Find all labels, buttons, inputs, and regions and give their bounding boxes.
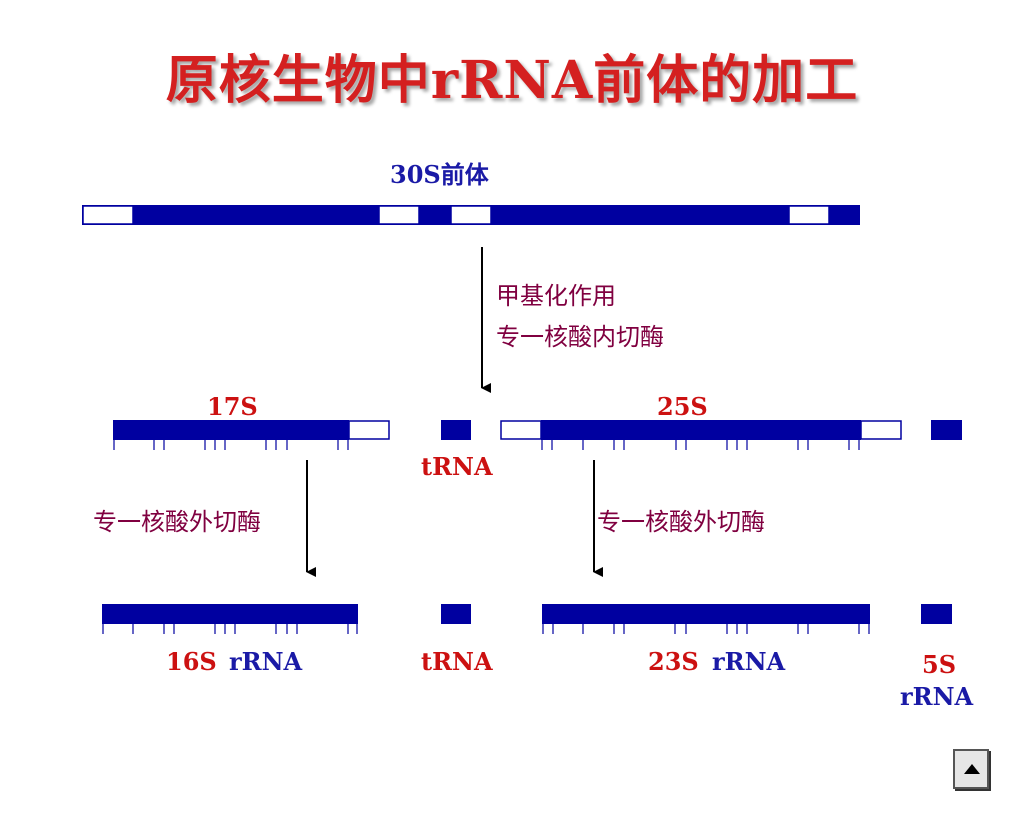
label-16s: 16S bbox=[166, 647, 217, 676]
label-23s: 23S bbox=[648, 647, 699, 676]
spacer-segment bbox=[450, 205, 492, 225]
up-triangle-icon bbox=[964, 764, 980, 774]
mature-16s-bar bbox=[102, 604, 358, 634]
precursor-label: 30S前体 bbox=[390, 160, 489, 189]
label-trna-bottom: tRNA bbox=[421, 647, 493, 676]
trna-mid-bar bbox=[441, 420, 471, 440]
label-23s-rrna: rRNA bbox=[712, 647, 786, 676]
methylation-label: 甲基化作用 bbox=[496, 282, 616, 310]
label-16s-rrna: rRNA bbox=[229, 647, 303, 676]
label-5s: 5S bbox=[922, 650, 957, 679]
precursor-5s-bar bbox=[931, 420, 962, 440]
precursor-30s-bar bbox=[82, 205, 860, 225]
mature-23s-bar bbox=[542, 604, 870, 634]
exonuclease-left-label: 专一核酸外切酶 bbox=[93, 508, 261, 536]
spacer-segment bbox=[378, 205, 420, 225]
spacer-segment bbox=[788, 205, 830, 225]
trna-bottom-bar bbox=[441, 604, 471, 624]
page-title: 原核生物中rRNA前体的加工 bbox=[165, 50, 859, 111]
label-trna-mid: tRNA bbox=[421, 452, 493, 481]
label-25s: 25S bbox=[657, 392, 708, 421]
endonuclease-label: 专一核酸内切酶 bbox=[496, 323, 664, 351]
precursor-25s-bar bbox=[500, 420, 902, 450]
precursor-17s-bar bbox=[113, 420, 390, 450]
label-17s: 17S bbox=[207, 392, 258, 421]
mature-5s-bar bbox=[921, 604, 952, 624]
spacer-segment bbox=[82, 205, 134, 225]
label-5s-rrna: rRNA bbox=[900, 682, 974, 711]
previous-slide-button[interactable] bbox=[953, 749, 989, 789]
exonuclease-right-label: 专一核酸外切酶 bbox=[597, 508, 765, 536]
